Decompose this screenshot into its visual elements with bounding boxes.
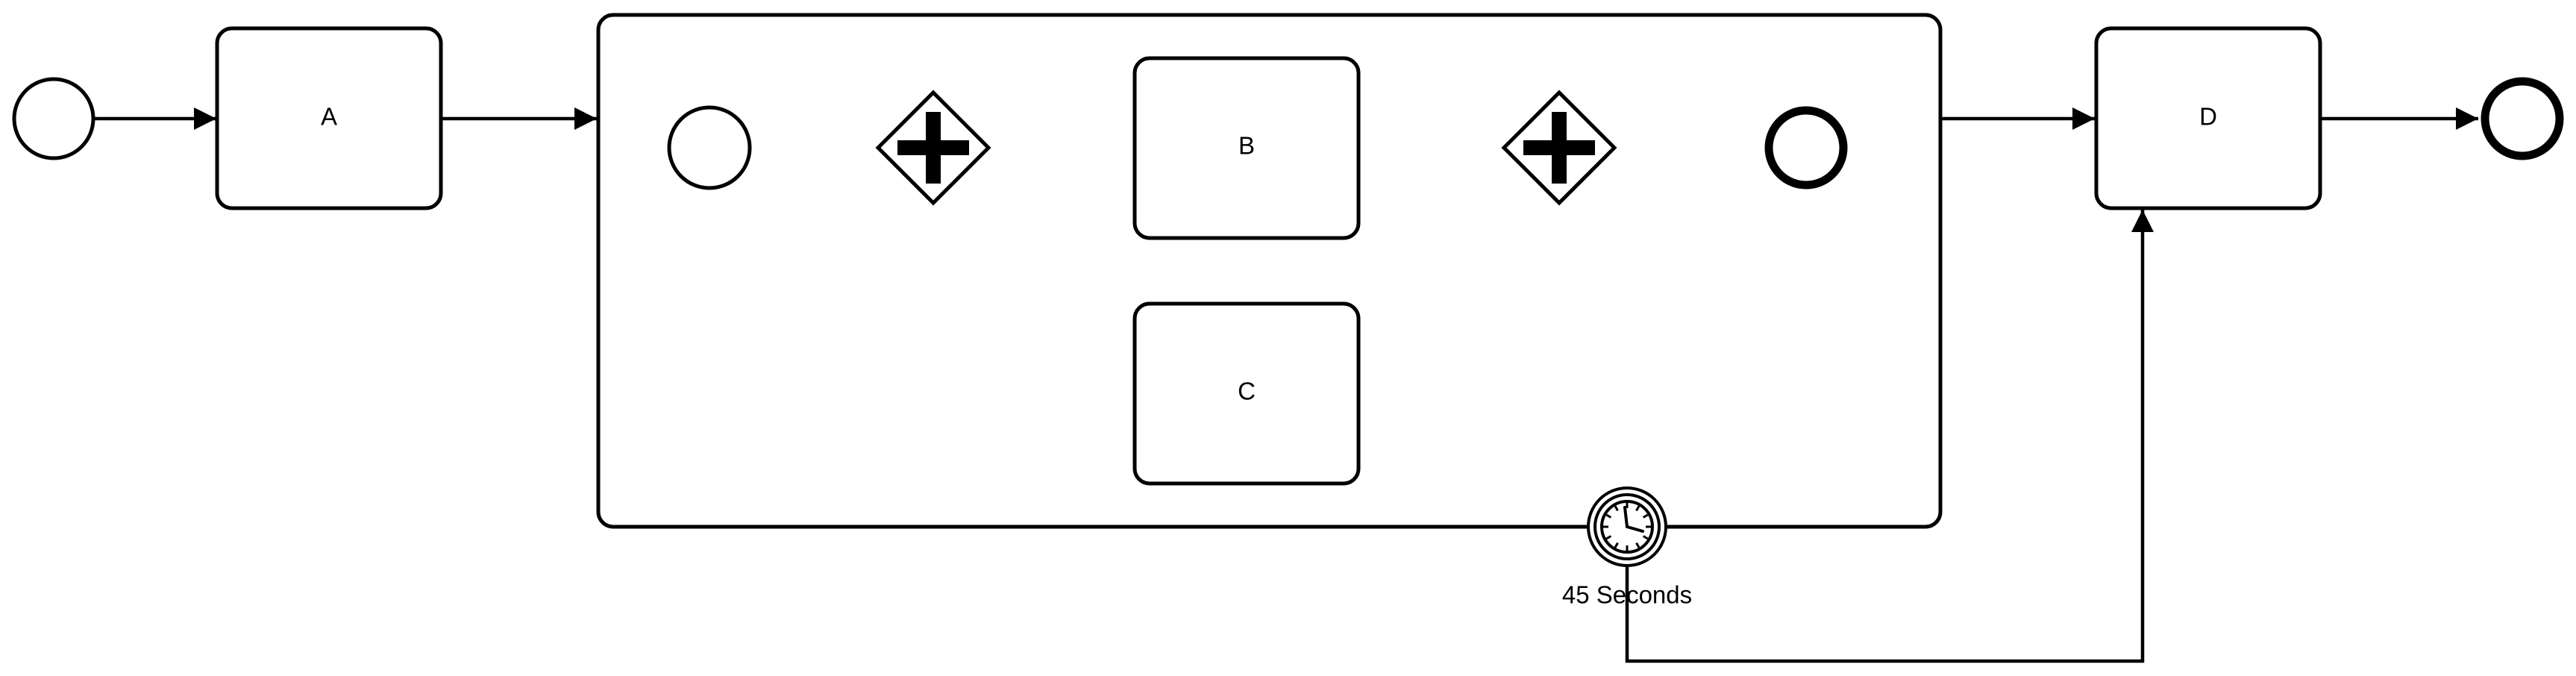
clock-tick <box>1642 513 1649 519</box>
clock-tick <box>1614 542 1619 548</box>
task-d-label: D <box>2199 103 2217 131</box>
start-event[interactable] <box>12 77 95 160</box>
clock-tick <box>1605 535 1612 540</box>
parallel-gateway-join[interactable] <box>1501 90 1617 206</box>
end-event[interactable] <box>2481 77 2564 160</box>
boundary-timer-event[interactable] <box>1587 486 1667 567</box>
task-c[interactable]: C <box>1132 301 1361 486</box>
subprocess-end-event[interactable] <box>1764 106 1848 190</box>
task-b-label: B <box>1238 132 1255 160</box>
task-d[interactable]: D <box>2094 26 2322 210</box>
clock-tick <box>1635 542 1640 548</box>
timer-event-label: 45 Seconds <box>1562 581 1692 609</box>
plus-icon <box>1523 112 1595 184</box>
clock-tick <box>1635 505 1640 512</box>
plus-icon <box>897 112 969 184</box>
flow-timer-to-d[interactable] <box>1625 210 2154 663</box>
task-a-label: A <box>321 103 337 131</box>
clock-tick <box>1642 535 1649 540</box>
task-c-label: C <box>1238 378 1256 405</box>
parallel-gateway-split[interactable] <box>875 90 991 206</box>
clock-tick <box>1614 505 1619 512</box>
task-b[interactable]: B <box>1132 56 1361 240</box>
task-a[interactable]: A <box>215 26 443 210</box>
subprocess-start-event[interactable] <box>667 105 752 190</box>
clock-icon <box>1600 500 1654 554</box>
clock-tick <box>1605 513 1612 519</box>
